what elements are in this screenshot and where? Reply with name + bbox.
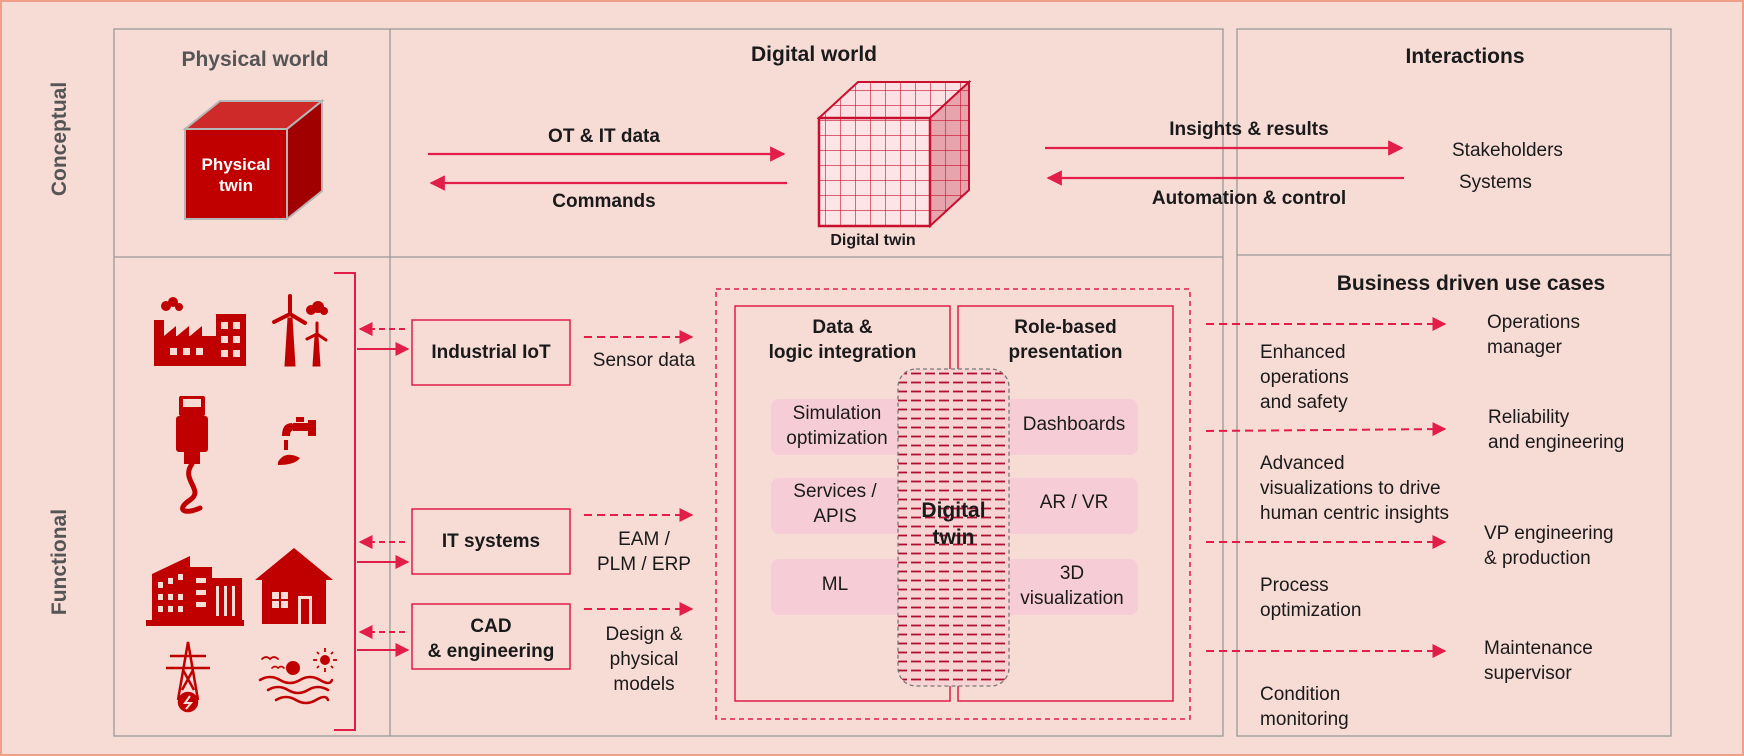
industrial-iot-label: Industrial IoT [431,342,551,363]
use-case-arrows [1205,317,1447,658]
sensor-data-label: Sensor data [592,350,696,371]
role-operations-manager: Operations manager [1487,312,1580,358]
presentation-title: Role-based presentation [1008,317,1123,363]
network-cable-icon [176,396,208,514]
physical-world-heading: Physical world [181,48,329,71]
automation-control-label: Automation & control [1151,188,1347,209]
design-models-label: Design & physical models [605,624,683,695]
factory-icon [154,297,246,366]
row-label-conceptual: Conceptual [48,81,71,197]
commands-label: Commands [552,191,656,212]
water-tap-icon [278,417,316,465]
sources-bracket [334,272,356,731]
benefit-advanced-visualizations: Advanced visualizations to drive human c… [1260,453,1450,524]
digital-twin-cube-icon [816,79,972,229]
systems-label: Systems [1459,172,1532,193]
cad-engineering-label: CAD & engineering [427,616,555,662]
role-vp-engineering: VP engineering & production [1484,523,1614,569]
physical-twin-cube [182,98,325,222]
conceptual-arrows [428,140,1404,191]
simulation-optimization-pill: Simulation optimization [786,403,888,449]
digital-twin-capsule [897,368,1010,687]
use-cases-heading: Business driven use cases [1336,272,1606,295]
benefit-condition-monitoring: Condition monitoring [1260,684,1349,730]
ar-vr-pill: AR / VR [1039,492,1109,513]
interactions-heading: Interactions [1405,45,1525,68]
insights-results-label: Insights & results [1169,119,1329,140]
role-maintenance-supervisor: Maintenance supervisor [1484,638,1593,684]
grid-lines [113,28,1672,737]
physical-twin-label: Physical twin [201,155,271,195]
ot-it-data-label: OT & IT data [548,126,660,147]
digital-world-heading: Digital world [751,43,877,66]
ml-pill: ML [821,574,849,595]
stakeholders-label: Stakeholders [1452,140,1563,161]
office-building-icon [146,556,244,626]
power-tower-icon [166,641,210,713]
eam-plm-erp-label: EAM / PLM / ERP [597,529,691,575]
house-icon [255,548,333,624]
role-reliability-engineering: Reliability and engineering [1488,407,1625,453]
source-boxes [411,319,571,670]
dashboards-pill: Dashboards [1022,414,1126,435]
3d-visualization-pill: 3D visualization [1020,563,1124,609]
digital-twin-core-container [715,288,1191,720]
benefit-enhanced-operations: Enhanced operations and safety [1260,342,1349,413]
source-arrows [357,322,694,657]
digital-twin-core-label: Digital twin [921,499,986,549]
wind-turbine-icon [272,294,328,367]
it-systems-label: IT systems [441,531,541,552]
services-apis-pill: Services / APIS [793,481,877,527]
digital-twin-caption: Digital twin [830,232,916,249]
row-label-functional: Functional [48,508,71,616]
integration-title: Data & logic integration [768,317,917,363]
capability-pills [771,399,1138,615]
benefit-process-optimization: Process optimization [1260,575,1362,621]
sea-sun-icon [258,648,337,705]
